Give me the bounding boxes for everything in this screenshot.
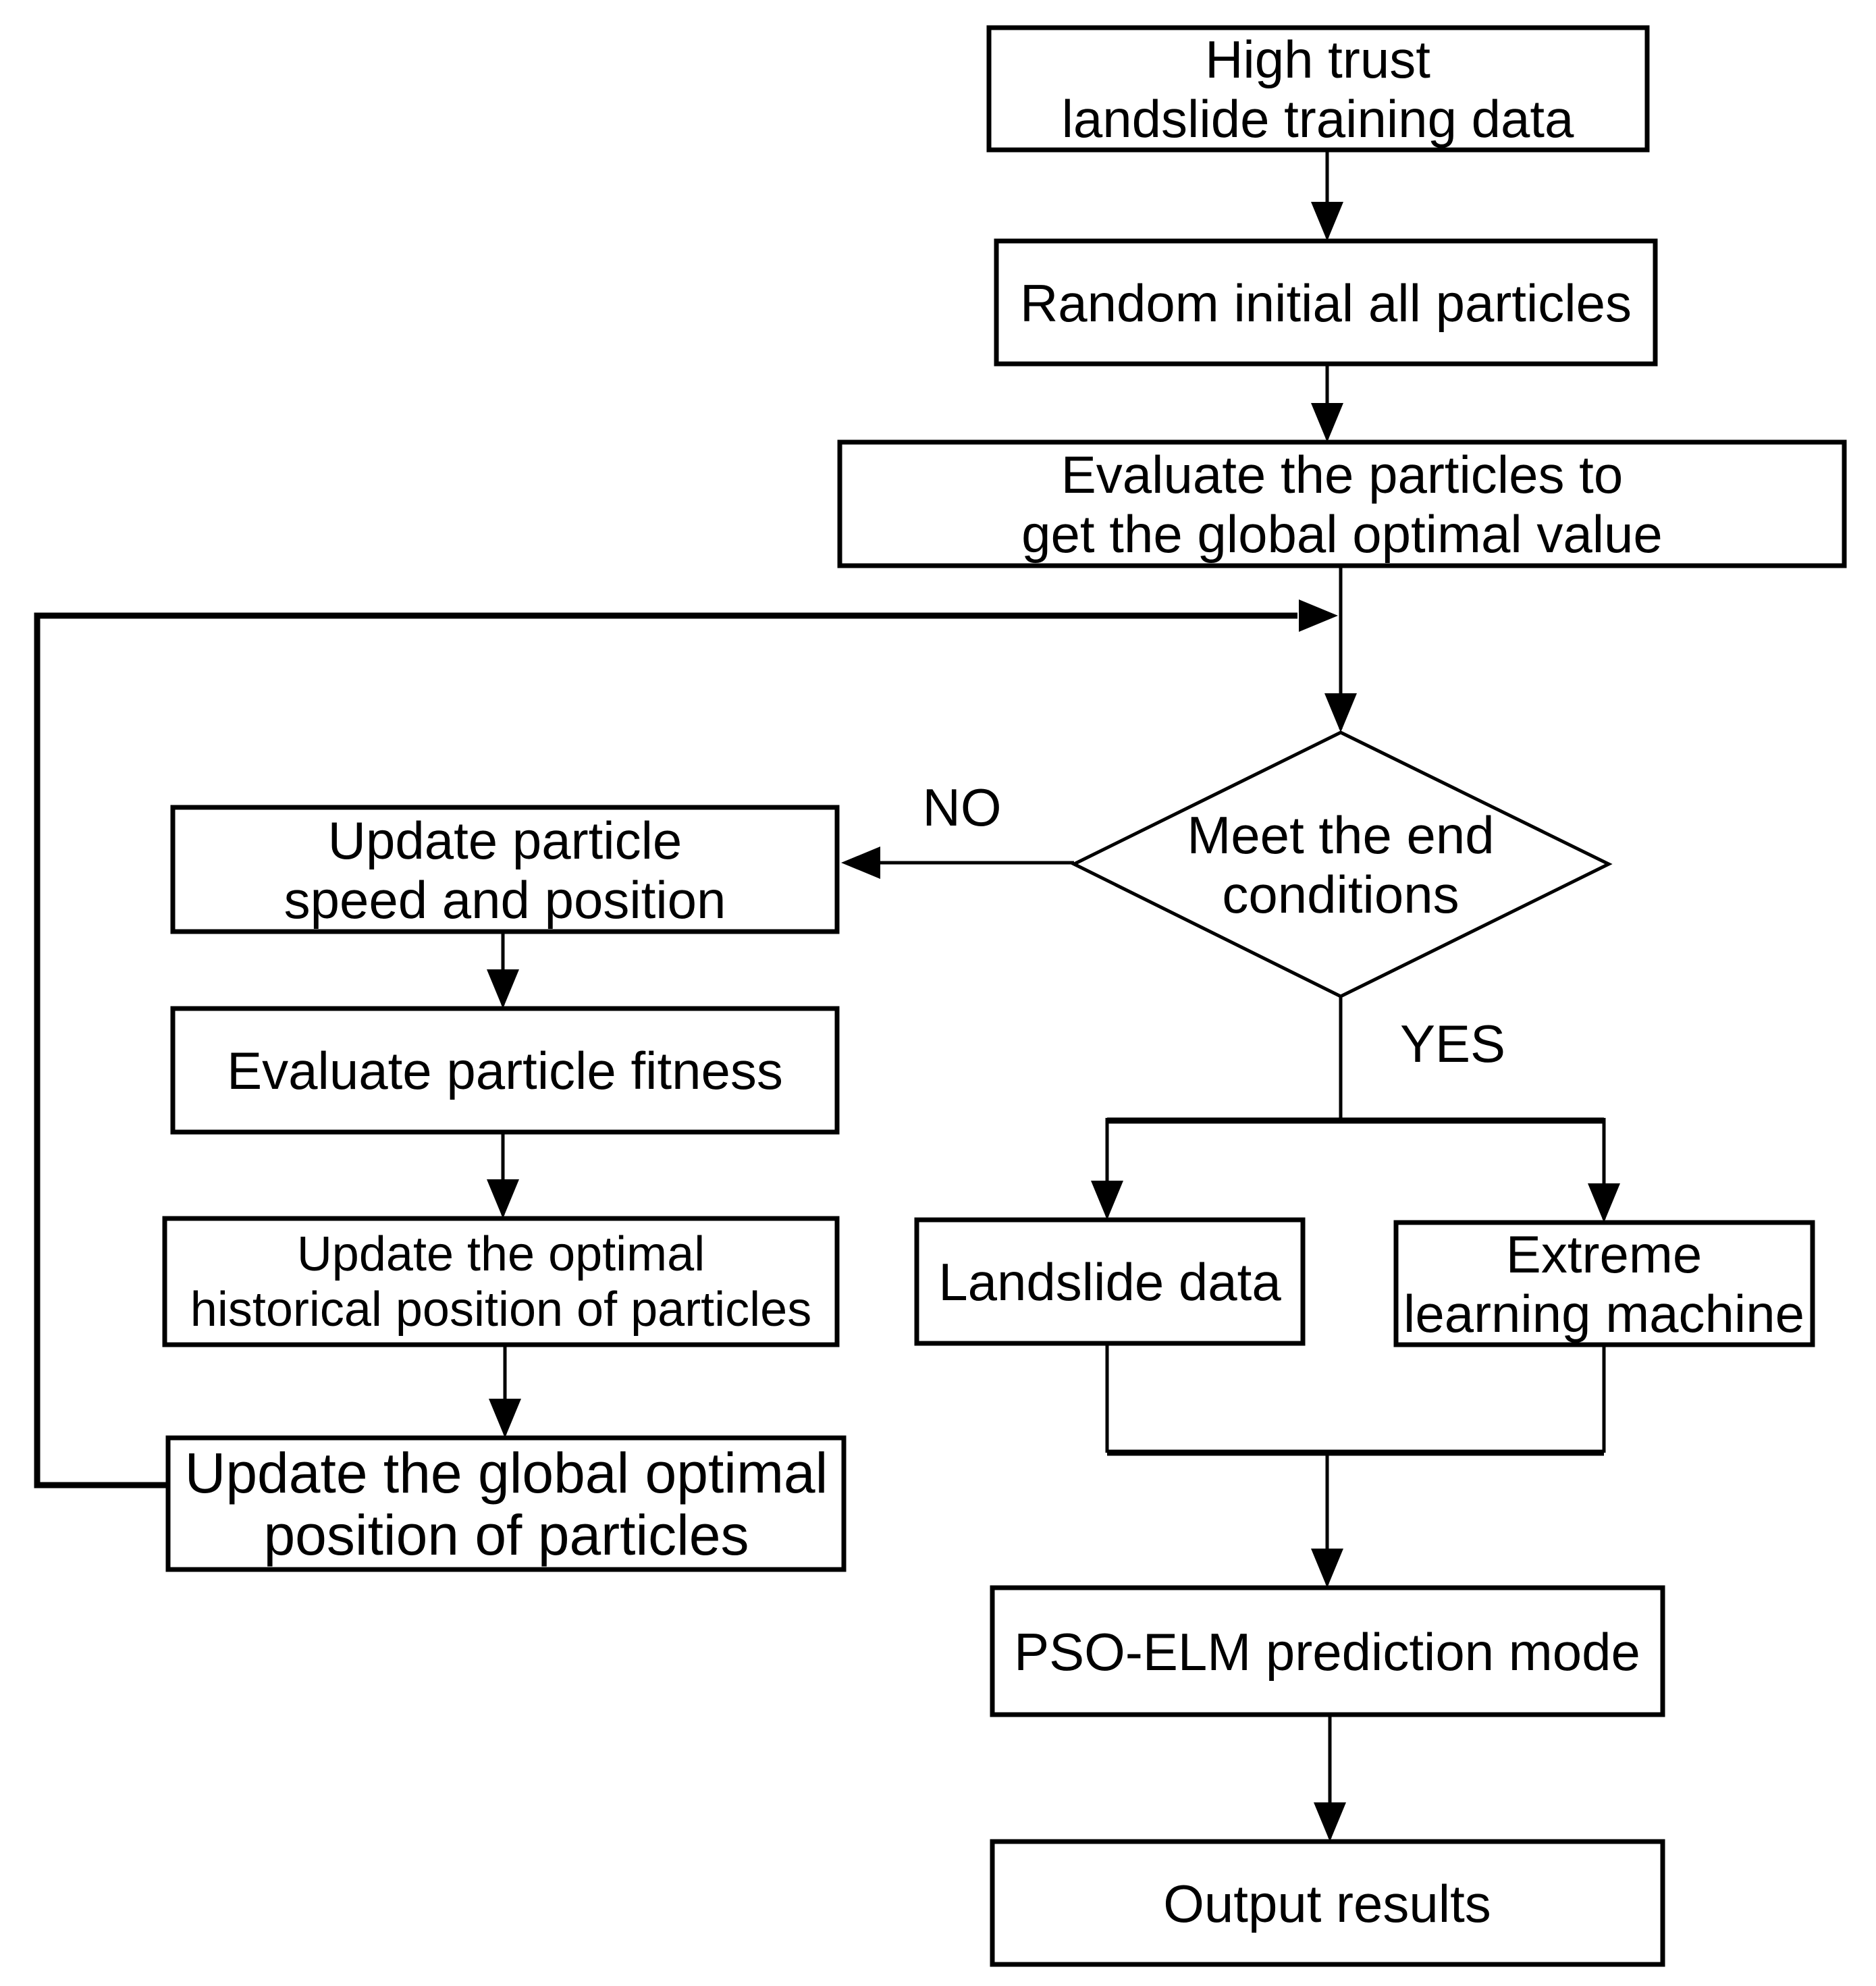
node-evaluate-fitness-label: Evaluate particle fitness	[227, 1041, 783, 1100]
node-high-trust	[986, 25, 1650, 153]
node-elm-label-line1: Extreme	[1506, 1225, 1702, 1284]
node-random-initial-label: Random initial all particles	[1020, 273, 1632, 333]
node-evaluate-fitness	[170, 1006, 840, 1135]
arrowhead-down-icon	[1324, 693, 1357, 732]
node-decision	[1070, 730, 1613, 998]
node-pso-elm	[990, 1585, 1665, 1717]
node-update-global-label-line2: position of particles	[263, 1503, 749, 1567]
node-update-historical-label-line2: historical position of particles	[190, 1283, 811, 1337]
node-elm-label-line2: learning machine	[1403, 1284, 1804, 1343]
node-update-global	[165, 1435, 847, 1572]
node-update-speed-label-line2: speed and position	[284, 870, 726, 930]
arrowhead-down-icon	[1091, 1181, 1123, 1220]
arrowhead-down-icon	[489, 1399, 521, 1438]
node-random-initial	[994, 238, 1658, 367]
arrowhead-down-icon	[1311, 1549, 1343, 1588]
node-evaluate-global	[837, 439, 1847, 568]
node-evaluate-global-label-line1: Evaluate the particles to	[1061, 445, 1623, 504]
node-high-trust-label-line1: High trust	[1205, 30, 1430, 89]
node-output-label: Output results	[1163, 1874, 1491, 1933]
node-pso-elm-label: PSO-ELM prediction mode	[1014, 1622, 1640, 1682]
node-landslide-data-label: Landslide data	[938, 1252, 1281, 1312]
node-update-speed-label-line1: Update particle	[328, 811, 682, 870]
node-output	[990, 1839, 1665, 1967]
node-update-historical-label-line1: Update the optimal	[297, 1227, 705, 1281]
arrowhead-down-icon	[1588, 1183, 1620, 1223]
arrowhead-down-icon	[1311, 202, 1343, 241]
node-high-trust-label-line2: landslide training data	[1062, 89, 1574, 149]
arrowhead-down-icon	[487, 969, 519, 1009]
arrowhead-down-icon	[1314, 1802, 1346, 1842]
node-elm	[1393, 1220, 1815, 1347]
node-decision-label-line2: conditions	[1222, 865, 1459, 924]
branch-label-no: NO	[923, 778, 1002, 837]
arrowhead-right-icon	[1299, 599, 1338, 632]
arrowhead-down-icon	[1311, 403, 1343, 442]
arrowhead-left-icon	[841, 847, 880, 879]
node-update-global-label-line1: Update the global optimal	[185, 1441, 828, 1505]
node-update-historical	[162, 1216, 840, 1347]
nodes: High trust landslide training data Rando…	[162, 25, 1847, 1967]
node-evaluate-global-label-line2: get the global optimal value	[1021, 504, 1663, 564]
node-update-speed	[170, 805, 840, 934]
arrowhead-down-icon	[487, 1179, 519, 1218]
node-decision-label-line1: Meet the end	[1187, 805, 1494, 865]
node-landslide-data	[914, 1217, 1306, 1346]
edges	[34, 150, 1620, 1842]
branch-label-yes: YES	[1400, 1014, 1505, 1073]
edge-feedback-loop	[34, 612, 1297, 1488]
